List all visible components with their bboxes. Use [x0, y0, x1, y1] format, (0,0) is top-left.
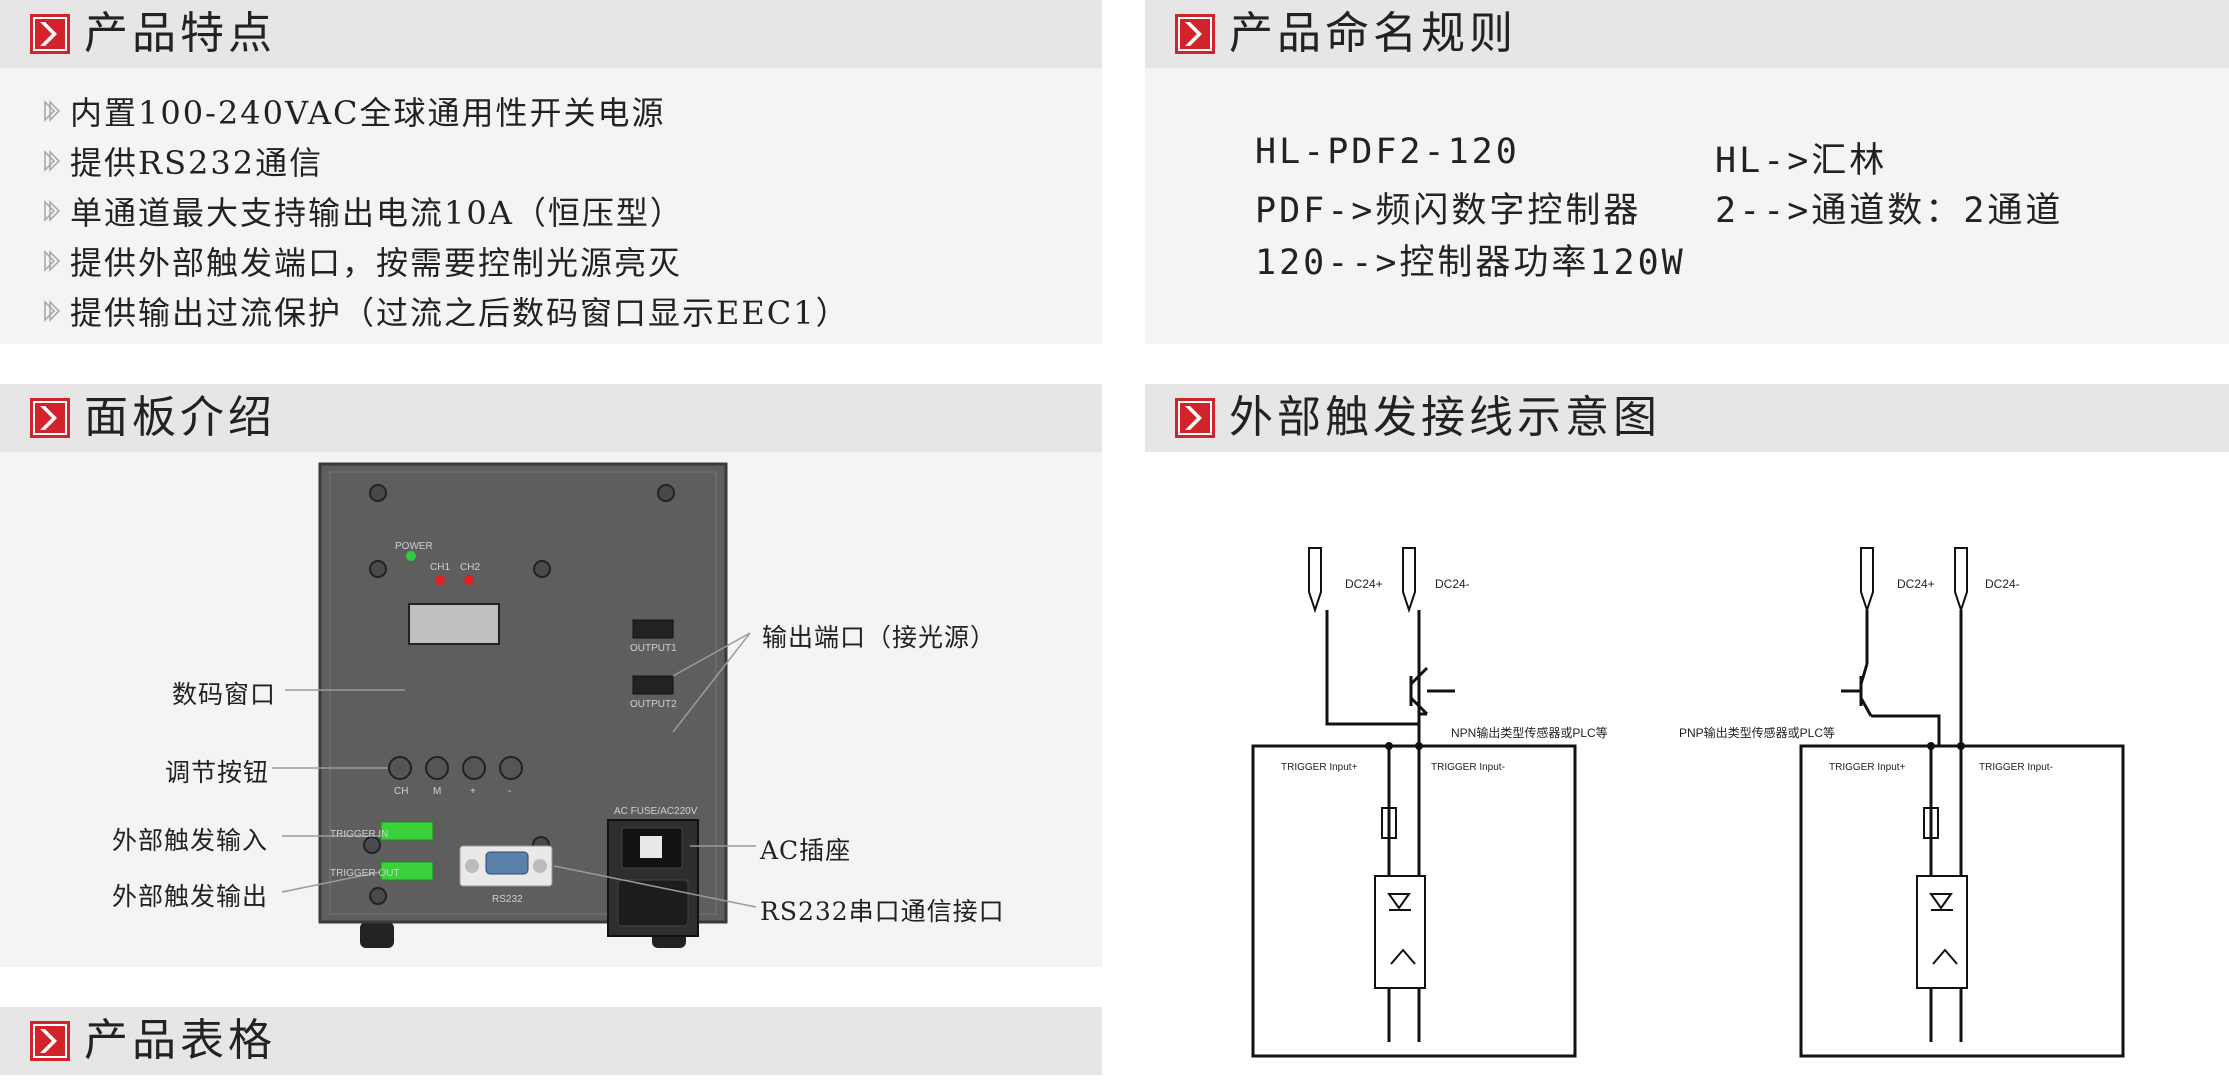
dc24-minus-label: DC24- — [1985, 577, 2020, 591]
feature-item: 内置100-240VAC全球通用性开关电源 — [34, 88, 666, 134]
wiring-body: DC24+ DC24- DC24+ DC24- NPN输出类型传感器或PLC等 … — [1145, 452, 2229, 1081]
naming-rule: HL->汇林 — [1715, 141, 1888, 181]
panel-intro-body: POWER CH1 CH2 OUTPUT1 OUTPUT2 CH M + - T… — [0, 452, 1102, 967]
npn-label: NPN输出类型传感器或PLC等 — [1451, 725, 1608, 740]
naming-title: 产品命名规则 — [1229, 8, 1517, 59]
output1-label: OUTPUT1 — [630, 643, 677, 654]
digital-window-label: 数码窗口 — [172, 680, 277, 709]
trigger-out-callout: 外部触发输出 — [112, 882, 269, 911]
feature-item: 提供外部触发端口，按需要控制光源亮灭 — [34, 238, 682, 284]
naming-section: 产品命名规则 HL-PDF2-120 HL->汇林 PDF->频闪数字控制器 2… — [1145, 0, 2229, 344]
trigger-input-plus-label: TRIGGER Input+ — [1829, 762, 1906, 773]
rs232-device-label: RS232 — [492, 894, 523, 905]
naming-rule: HL-PDF2-120 — [1255, 132, 1520, 172]
chevron-right-icon — [30, 1021, 70, 1061]
features-section: 产品特点 内置100-240VAC全球通用性开关电源 提供RS232通信 单通道… — [0, 0, 1102, 344]
wiring-section: 外部触发接线示意图 — [1145, 384, 2229, 1081]
wiring-title: 外部触发接线示意图 — [1229, 392, 1661, 443]
output-port-callout: 输出端口（接光源） — [762, 623, 997, 652]
pnp-label: PNP输出类型传感器或PLC等 — [1679, 725, 1835, 740]
feature-item: 提供输出过流保护（过流之后数码窗口显示EEC1） — [34, 288, 850, 334]
features-body: 内置100-240VAC全球通用性开关电源 提供RS232通信 单通道最大支持输… — [0, 68, 1102, 344]
dc24-plus-label: DC24+ — [1897, 577, 1935, 591]
ch1-label: CH1 — [430, 562, 450, 573]
wiring-diagram: DC24+ DC24- DC24+ DC24- NPN输出类型传感器或PLC等 … — [1251, 547, 2125, 1058]
btn-ch-label: CH — [394, 786, 408, 797]
ac-device-label: AC FUSE/AC220V — [614, 806, 698, 817]
naming-header: 产品命名规则 — [1145, 0, 2229, 68]
feature-item: 单通道最大支持输出电流10A（恒压型） — [34, 188, 684, 234]
trigger-in-label: TRIGGER IN — [330, 829, 388, 840]
dc24-plus-label: DC24+ — [1345, 577, 1383, 591]
double-chevron-icon — [34, 199, 70, 223]
chevron-right-icon — [30, 14, 70, 54]
panel-intro-section: 面板介绍 — [0, 384, 1102, 967]
table-section: 产品表格 — [0, 1007, 1102, 1081]
trigger-in-callout: 外部触发输入 — [112, 826, 269, 855]
controller-front-panel: POWER CH1 CH2 OUTPUT1 OUTPUT2 CH M + - T… — [272, 462, 757, 948]
naming-rule: PDF->频闪数字控制器 — [1255, 191, 1642, 231]
ch2-label: CH2 — [460, 562, 480, 573]
chevron-right-icon — [30, 398, 70, 438]
panel-intro-header: 面板介绍 — [0, 384, 1102, 452]
naming-rule: 2-->通道数：2通道 — [1715, 191, 2064, 231]
chevron-right-icon — [1175, 398, 1215, 438]
double-chevron-icon — [34, 99, 70, 123]
trigger-input-minus-label: TRIGGER Input- — [1979, 762, 2053, 773]
features-title: 产品特点 — [84, 8, 276, 59]
double-chevron-icon — [34, 249, 70, 273]
double-chevron-icon — [34, 299, 70, 323]
features-header: 产品特点 — [0, 0, 1102, 68]
wiring-header: 外部触发接线示意图 — [1145, 384, 2229, 452]
feature-item: 提供RS232通信 — [34, 138, 323, 184]
trigger-out-label: TRIGGER OUT — [330, 868, 399, 879]
panel-intro-title: 面板介绍 — [84, 392, 276, 443]
chevron-right-icon — [1175, 14, 1215, 54]
trigger-input-minus-label: TRIGGER Input- — [1431, 762, 1505, 773]
table-title: 产品表格 — [84, 1015, 276, 1066]
btn-minus-label: - — [508, 786, 511, 797]
power-label: POWER — [395, 541, 433, 552]
naming-rule: 120-->控制器功率120W — [1255, 243, 1686, 283]
btn-plus-label: + — [470, 786, 476, 797]
table-header: 产品表格 — [0, 1007, 1102, 1075]
ac-socket-callout: AC插座 — [760, 836, 852, 865]
output2-label: OUTPUT2 — [630, 699, 677, 710]
trigger-input-plus-label: TRIGGER Input+ — [1281, 762, 1358, 773]
dc24-minus-label: DC24- — [1435, 577, 1470, 591]
adjust-buttons-label: 调节按钮 — [165, 758, 270, 787]
rs232-callout: RS232串口通信接口 — [760, 897, 1005, 926]
btn-m-label: M — [433, 786, 441, 797]
naming-body: HL-PDF2-120 HL->汇林 PDF->频闪数字控制器 2-->通道数：… — [1145, 68, 2229, 344]
double-chevron-icon — [34, 149, 70, 173]
